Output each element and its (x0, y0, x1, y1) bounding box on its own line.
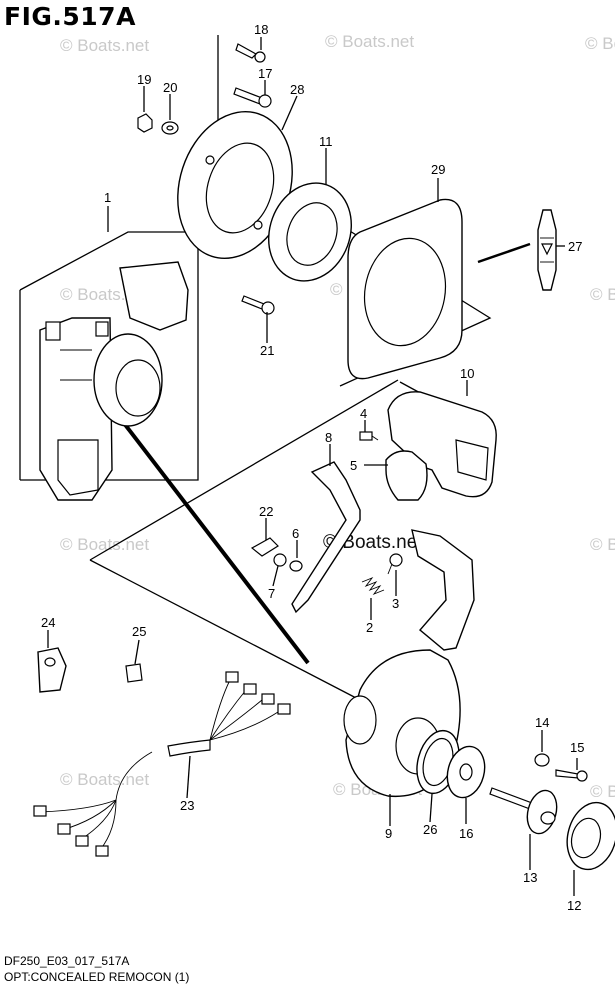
plate-16 (446, 745, 486, 799)
wire-harness-23 (33, 671, 291, 857)
callout-6: 6 (292, 526, 299, 541)
screw-17 (233, 87, 272, 108)
watermark: © Boats.net (585, 34, 615, 53)
callout-4: 4 (360, 406, 367, 421)
handle-cover (387, 391, 497, 498)
figure-description: OPT:CONCEALED REMOCON (1) (4, 970, 190, 984)
callout-21: 21 (260, 343, 274, 358)
callout-3: 3 (392, 596, 399, 611)
washer-6 (289, 560, 303, 572)
lever-bracket (291, 461, 361, 614)
terminal-24 (37, 647, 67, 693)
callout-27: 27 (568, 239, 582, 254)
gasket-ring-26 (416, 729, 460, 795)
callout-24: 24 (41, 615, 55, 630)
callout-19: 19 (137, 72, 151, 87)
callout-25: 25 (132, 624, 146, 639)
screw-15 (555, 769, 588, 782)
callout-8: 8 (325, 430, 332, 445)
callout-1: 1 (104, 190, 111, 205)
spring-2 (361, 576, 385, 596)
watermark: © Boats.net (590, 285, 615, 304)
switch-5 (385, 450, 428, 501)
callout-20: 20 (163, 80, 177, 95)
callout-13: 13 (523, 870, 537, 885)
screw-18 (235, 43, 266, 63)
watermark: © Boats.net (60, 36, 150, 55)
gasket-plate (347, 198, 463, 380)
mounting-plate (177, 110, 293, 260)
screw-4 (359, 431, 379, 441)
callout-12: 12 (567, 898, 581, 913)
watermark: © Boats.net (60, 770, 150, 789)
remote-control-housing (39, 261, 189, 501)
callout-17: 17 (258, 66, 272, 81)
watermark: © Boats.net (590, 535, 615, 554)
label-strip (537, 209, 557, 291)
callout-22: 22 (259, 504, 273, 519)
control-lever-arm (411, 529, 475, 651)
callout-labels: 1 2 3 4 5 6 7 8 9 10 11 12 13 14 15 16 1… (41, 22, 584, 913)
callout-9: 9 (385, 826, 392, 841)
figure-title: FIG.517A (4, 2, 136, 31)
watermark: © Boats.net (60, 535, 150, 554)
callout-16: 16 (459, 826, 473, 841)
callout-28: 28 (290, 82, 304, 97)
watermark: © Boats.net (325, 32, 415, 51)
callout-15: 15 (570, 740, 584, 755)
figure-code: DF250_E03_017_517A (4, 954, 130, 968)
screw-21 (241, 295, 275, 315)
clip-25 (125, 663, 143, 683)
callout-11: 11 (319, 134, 333, 149)
callout-14: 14 (535, 715, 549, 730)
retainer-ring (268, 182, 352, 282)
callout-2: 2 (366, 620, 373, 635)
washer-20 (161, 121, 179, 135)
nut-19 (137, 113, 153, 133)
screw-3 (387, 553, 403, 575)
shaft-13 (489, 787, 558, 835)
callout-26: 26 (423, 822, 437, 837)
callout-29: 29 (431, 162, 445, 177)
leader-lines (47, 37, 578, 896)
clip-22 (250, 537, 279, 557)
callout-5: 5 (350, 458, 357, 473)
screw-7 (273, 553, 287, 567)
callout-18: 18 (254, 22, 268, 37)
callout-7: 7 (268, 586, 275, 601)
watermark: © Boats.net (590, 782, 615, 801)
washer-14 (534, 753, 550, 767)
callout-23: 23 (180, 798, 194, 813)
callout-10: 10 (460, 366, 474, 381)
knob-12 (566, 801, 615, 871)
